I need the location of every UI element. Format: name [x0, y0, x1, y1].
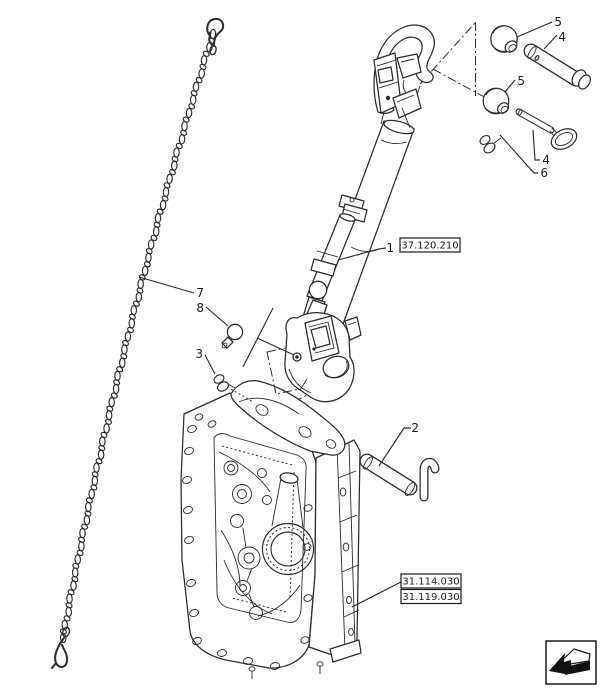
chain-link: [135, 291, 143, 303]
chain-link: [130, 305, 138, 316]
leader-lines: [138, 21, 558, 608]
callout-2: 2: [411, 421, 419, 435]
clip-part6: [479, 134, 502, 154]
chain-link: [79, 528, 86, 539]
chain-link: [93, 462, 100, 473]
housing-bosses: [223, 460, 272, 620]
chain-link: [83, 514, 91, 526]
reference-box-housing-a[interactable]: 31.114.030: [400, 573, 462, 589]
ref-housing-b-label[interactable]: 31.119.030: [402, 592, 459, 603]
chain-link: [171, 160, 178, 171]
chain-links: [59, 28, 217, 644]
chain-link: [66, 593, 73, 604]
pin-upper-part4: [523, 43, 591, 90]
chain-link: [198, 68, 205, 79]
callout-6: 6: [540, 166, 548, 180]
hitch-pin-part2: [359, 453, 440, 502]
chain-link: [119, 357, 126, 368]
chain-link: [152, 226, 160, 237]
chain-link: [105, 410, 113, 421]
callout-3: 3: [195, 347, 203, 361]
chain-link: [70, 580, 77, 591]
ball-lower-part5: [482, 87, 510, 115]
callout-5-lower: 5: [517, 74, 525, 88]
chain-link: [141, 265, 149, 276]
chain-link: [78, 541, 85, 552]
callouts: 1 2 3 4 4 5 5 6 7 8: [195, 15, 566, 435]
chain-link: [178, 134, 186, 145]
callout-4-upper: 4: [558, 30, 566, 44]
chain-link: [71, 567, 79, 578]
chain-link: [74, 554, 81, 565]
chain-link: [99, 436, 106, 447]
clip-part3: [213, 374, 254, 403]
chain-link: [147, 239, 155, 250]
chain-link: [112, 383, 120, 395]
upper-hook: [373, 24, 435, 129]
chain-link: [195, 76, 203, 84]
reference-box-housing-b[interactable]: 31.119.030: [400, 588, 462, 605]
ref-top-link-label[interactable]: 37.120.210: [401, 241, 458, 252]
chain-link: [108, 396, 115, 408]
chain: [51, 17, 225, 669]
chain-link: [88, 488, 95, 500]
ball-upper-part5: [490, 25, 518, 53]
ref-housing-a-label[interactable]: 31.114.030: [402, 577, 459, 588]
chain-link: [154, 213, 162, 224]
chain-link: [97, 449, 105, 460]
prev-sheet-arrow-icon: [549, 648, 591, 675]
top-link-assembly: [284, 24, 435, 403]
callout-5-upper: 5: [554, 15, 562, 29]
lower-hook: [284, 299, 362, 403]
chain-link: [121, 344, 128, 355]
chain-link: [65, 606, 72, 617]
callout-1: 1: [386, 241, 394, 255]
ball-stud-part8: [221, 323, 244, 349]
callout-8: 8: [196, 301, 204, 315]
linch-pin-part4: [515, 108, 578, 150]
chain-link: [103, 423, 110, 434]
chain-link: [185, 107, 193, 119]
chain-bottom-hook-icon: [51, 626, 71, 669]
chain-link: [91, 475, 99, 486]
callout-4-lower: 4: [542, 153, 550, 167]
chain-link: [145, 252, 152, 263]
chain-link: [192, 81, 200, 92]
chain-link: [166, 173, 173, 184]
nav-sheet-button[interactable]: [545, 640, 597, 685]
callout-7: 7: [196, 286, 204, 300]
chain-link: [85, 501, 92, 513]
chain-top-hook-icon: [206, 17, 225, 56]
pto-housing: [180, 379, 362, 679]
flange-bolt-holes: [182, 413, 313, 670]
chain-link: [124, 331, 132, 342]
reference-box-top-link[interactable]: 37.120.210: [399, 237, 461, 253]
chain-link: [159, 199, 167, 211]
